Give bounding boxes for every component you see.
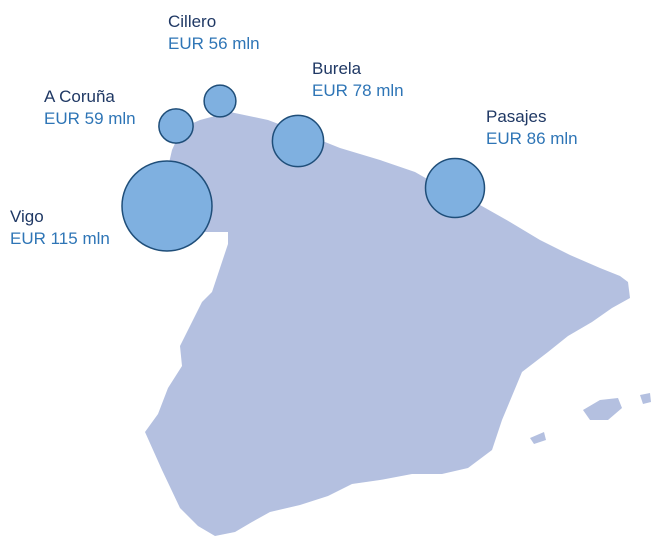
label-vigo: Vigo EUR 115 mln bbox=[10, 206, 110, 250]
balearic-island-menorca bbox=[640, 393, 651, 404]
label-pasajes: Pasajes EUR 86 mln bbox=[486, 106, 578, 150]
spain-landmass bbox=[145, 112, 630, 536]
bubble-a-coruna[interactable] bbox=[158, 108, 194, 144]
port-name: Vigo bbox=[10, 207, 44, 226]
bubble-vigo[interactable] bbox=[121, 160, 213, 252]
port-value: EUR 86 mln bbox=[486, 129, 578, 148]
port-name: A Coruña bbox=[44, 87, 115, 106]
balearic-island-ibiza bbox=[530, 432, 546, 444]
bubble-cillero[interactable] bbox=[203, 84, 237, 118]
bubble-burela[interactable] bbox=[271, 114, 325, 168]
port-value: EUR 115 mln bbox=[10, 229, 110, 248]
label-a-coruna: A Coruña EUR 59 mln bbox=[44, 86, 136, 130]
port-value: EUR 56 mln bbox=[168, 34, 260, 53]
bubble-pasajes[interactable] bbox=[424, 157, 486, 219]
port-value: EUR 59 mln bbox=[44, 109, 136, 128]
port-value: EUR 78 mln bbox=[312, 81, 404, 100]
port-name: Cillero bbox=[168, 12, 217, 31]
label-cillero: Cillero EUR 56 mln bbox=[168, 11, 260, 55]
port-name: Burela bbox=[312, 59, 362, 78]
port-name: Pasajes bbox=[486, 107, 547, 126]
label-burela: Burela EUR 78 mln bbox=[312, 58, 404, 102]
balearic-island-mallorca bbox=[583, 398, 622, 420]
